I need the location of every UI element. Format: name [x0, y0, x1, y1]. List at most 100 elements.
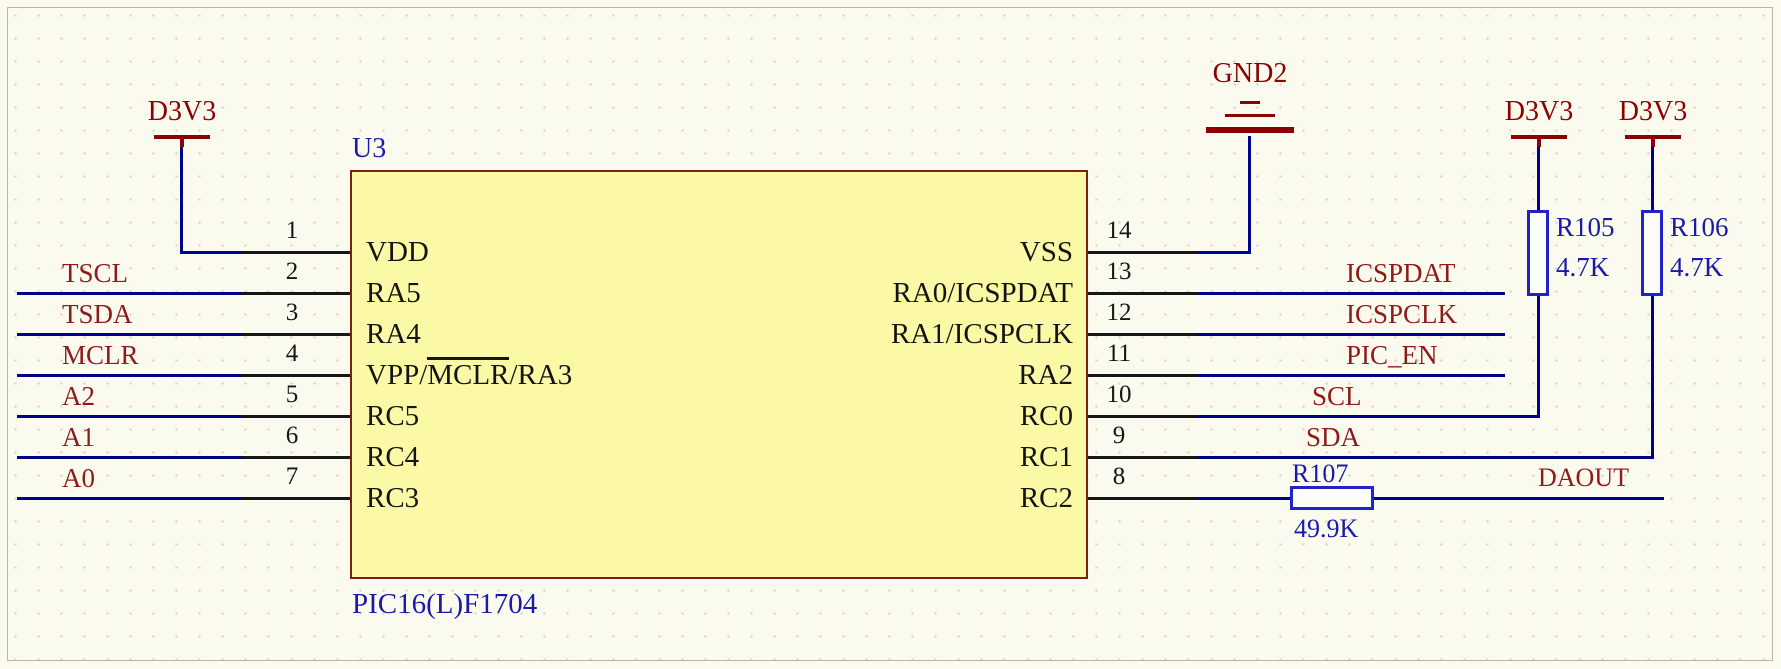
wire-icspdat[interactable] — [1198, 292, 1505, 295]
net-label-scl[interactable]: SCL — [1312, 381, 1362, 411]
pin-name-vss: VSS — [1019, 236, 1073, 268]
pin-stub-13[interactable] — [1088, 292, 1198, 295]
net-label-a2[interactable]: A2 — [62, 381, 95, 411]
pin-number: 7 — [285, 463, 299, 490]
pin-name-rc5: RC5 — [366, 400, 420, 432]
pin-stub-14[interactable] — [1088, 251, 1198, 254]
wire-icspclk[interactable] — [1198, 333, 1505, 336]
net-label-icspdat[interactable]: ICSPDAT — [1346, 258, 1456, 288]
power-bar-stem-icon — [1537, 139, 1541, 147]
pin-name-vdd: VDD — [366, 236, 429, 268]
pin-number: 8 — [1112, 463, 1126, 490]
pin-number: 5 — [285, 381, 299, 408]
pin-number: 9 — [1112, 422, 1126, 449]
pin-stub-10[interactable] — [1088, 415, 1198, 418]
wire-r105-to-scl[interactable] — [1537, 296, 1540, 418]
pin-name-vpp-mclr-ra3: VPP/MCLR/RA3 — [366, 357, 572, 393]
net-label-daout[interactable]: DAOUT — [1538, 463, 1629, 492]
wire-vss[interactable] — [1198, 251, 1251, 254]
pin-name-rc1: RC1 — [1019, 441, 1073, 473]
pin-stub-9[interactable] — [1088, 456, 1198, 459]
pin-stub-12[interactable] — [1088, 333, 1198, 336]
net-label-mclr[interactable]: MCLR — [62, 340, 139, 370]
resistor-r105-body[interactable] — [1527, 210, 1549, 296]
pin-name-ra5: RA5 — [366, 277, 421, 309]
pin-name-ra0-icspdat: RA0/ICSPDAT — [892, 277, 1074, 309]
pin-stub-11[interactable] — [1088, 374, 1198, 377]
pin-name-rc0: RC0 — [1019, 400, 1073, 432]
pin-number: 13 — [1106, 258, 1132, 285]
wire-mclr[interactable] — [17, 374, 242, 377]
wire-vdd[interactable] — [180, 251, 242, 254]
net-label-tscl[interactable]: TSCL — [62, 258, 129, 288]
wire-rc2-to-r107[interactable] — [1198, 497, 1290, 500]
pin-number: 10 — [1106, 381, 1132, 408]
pin-number: 14 — [1106, 217, 1132, 244]
resistor-r106-ref[interactable]: R106 — [1670, 212, 1729, 242]
wire-pic-en[interactable] — [1198, 374, 1505, 377]
wire-tscl[interactable] — [17, 292, 242, 295]
pin-stub-6[interactable] — [242, 456, 350, 459]
net-label-a1[interactable]: A1 — [62, 422, 95, 452]
ic-body[interactable] — [350, 170, 1088, 579]
pin-name-ra1-icspclk: RA1/ICSPCLK — [890, 318, 1073, 350]
net-label-a0[interactable]: A0 — [62, 463, 95, 493]
wire-d3v3-to-r105[interactable] — [1537, 147, 1540, 210]
resistor-r106-value[interactable]: 4.7K — [1670, 252, 1724, 282]
pin-name-part: VPP/ — [366, 359, 428, 391]
pin-name-ra2: RA2 — [1018, 359, 1073, 391]
wire-a1[interactable] — [17, 456, 242, 459]
pin-number: 11 — [1106, 340, 1132, 367]
power-port-d3v3-r106[interactable]: D3V3 — [1618, 96, 1688, 127]
resistor-r107-value[interactable]: 49.9K — [1294, 514, 1359, 543]
resistor-r105-ref[interactable]: R105 — [1556, 212, 1615, 242]
pin-number: 12 — [1106, 299, 1132, 326]
wire-d3v3-to-r106[interactable] — [1651, 147, 1654, 210]
wire-a0[interactable] — [17, 497, 242, 500]
ground-bar-mid-icon — [1225, 114, 1275, 117]
power-port-gnd2[interactable]: GND2 — [1212, 58, 1288, 89]
net-label-tsda[interactable]: TSDA — [62, 299, 133, 329]
resistor-r106-body[interactable] — [1641, 210, 1663, 296]
pin-stub-7[interactable] — [242, 497, 350, 500]
ground-bar-wide-icon — [1206, 127, 1294, 133]
pin-stub-1[interactable] — [242, 251, 350, 254]
resistor-r107-body[interactable] — [1290, 486, 1374, 510]
pin-name-overline-mclr: MCLR — [427, 357, 510, 391]
ic-designator[interactable]: U3 — [352, 133, 387, 164]
ic-part-number[interactable]: PIC16(L)F1704 — [352, 588, 538, 620]
pin-stub-3[interactable] — [242, 333, 350, 336]
net-label-pic-en[interactable]: PIC_EN — [1346, 340, 1438, 370]
pin-name-rc4: RC4 — [366, 441, 420, 473]
wire-daout[interactable] — [1374, 497, 1664, 500]
power-bar-stem-icon — [180, 139, 184, 147]
pin-stub-8[interactable] — [1088, 497, 1198, 500]
wire-scl[interactable] — [1198, 415, 1540, 418]
power-port-d3v3-r105[interactable]: D3V3 — [1504, 96, 1574, 127]
pin-stub-5[interactable] — [242, 415, 350, 418]
pin-number: 4 — [285, 340, 299, 367]
ground-bar-small-icon — [1240, 101, 1260, 104]
pin-name-rc2: RC2 — [1019, 482, 1073, 514]
wire-r106-to-sda[interactable] — [1651, 296, 1654, 459]
wire-vss-vertical[interactable] — [1248, 136, 1251, 253]
wire-vdd-vertical[interactable] — [180, 147, 183, 253]
pin-number: 2 — [285, 258, 299, 285]
net-label-sda[interactable]: SDA — [1306, 422, 1361, 452]
power-bar-icon — [154, 135, 210, 139]
pin-name-rc3: RC3 — [366, 482, 420, 514]
pin-name-ra4: RA4 — [366, 318, 421, 350]
wire-a2[interactable] — [17, 415, 242, 418]
net-label-icspclk[interactable]: ICSPCLK — [1346, 299, 1458, 329]
resistor-r105-value[interactable]: 4.7K — [1556, 252, 1610, 282]
pin-number: 6 — [285, 422, 299, 449]
pin-stub-2[interactable] — [242, 292, 350, 295]
resistor-r107-ref[interactable]: R107 — [1292, 459, 1349, 488]
pin-name-part: /RA3 — [509, 359, 573, 391]
wire-sda[interactable] — [1198, 456, 1654, 459]
wire-tsda[interactable] — [17, 333, 242, 336]
pin-number: 1 — [285, 217, 299, 244]
pin-stub-4[interactable] — [242, 374, 350, 377]
power-port-d3v3-left[interactable]: D3V3 — [147, 96, 217, 127]
